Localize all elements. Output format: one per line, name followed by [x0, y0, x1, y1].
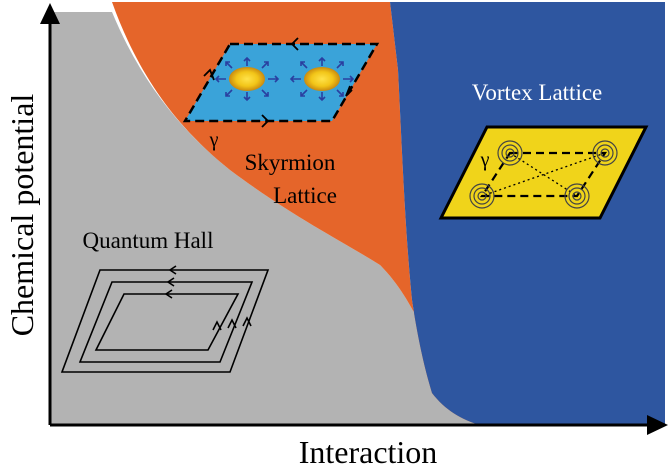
skyrmion-blob [289, 56, 355, 102]
quantum-hall-region [50, 12, 480, 425]
skyrmion-label-line2: Lattice [273, 183, 337, 208]
x-axis-label: Interaction [299, 434, 438, 468]
vortex-gamma-label: γ [480, 149, 490, 171]
vortex-core [592, 140, 618, 166]
vortex-core [497, 140, 523, 166]
skyrmion-label-line1: Skyrmion [245, 150, 336, 175]
vortex-lattice-label: Vortex Lattice [472, 80, 603, 105]
vortex-core [469, 183, 495, 209]
x-axis [50, 415, 668, 435]
skyrmion-cell-inset [182, 37, 380, 128]
vortex-cell-inset [438, 125, 649, 220]
skyrmion-blob [214, 56, 280, 102]
y-axis [40, 3, 60, 425]
quantum-hall-label: Quantum Hall [83, 228, 214, 253]
skyrmion-gamma-label: γ [209, 129, 219, 151]
quantum-hall-inset [60, 265, 270, 373]
vortex-core [564, 183, 590, 209]
y-axis-label: Chemical potential [4, 94, 40, 337]
